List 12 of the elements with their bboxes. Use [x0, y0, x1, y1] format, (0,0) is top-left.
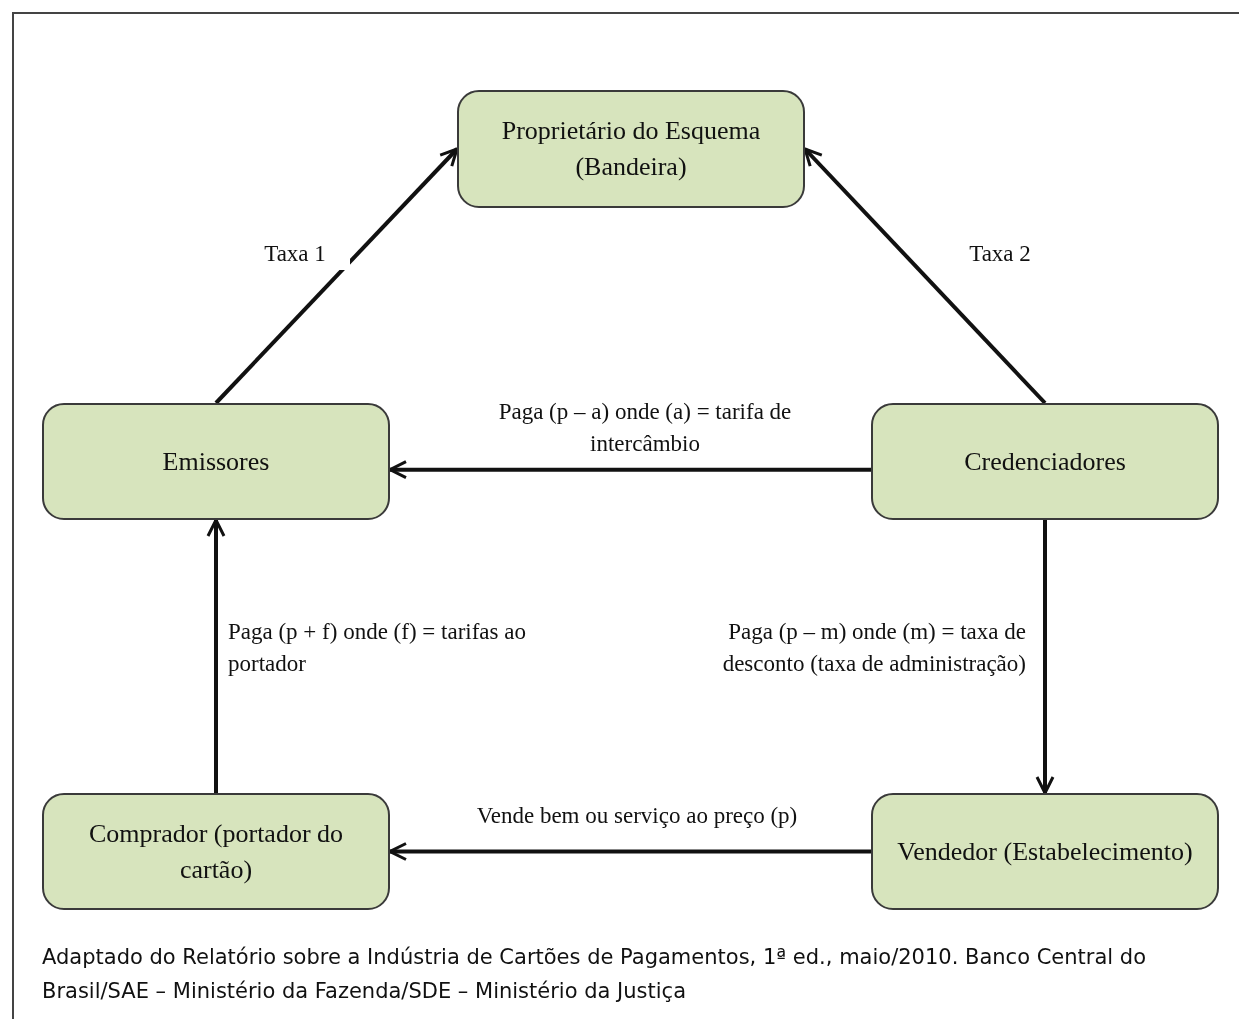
process-box: Credenciadores — [871, 403, 1219, 520]
arrow — [803, 147, 1047, 405]
process-box: Vendedor (Estabelecimento) — [871, 793, 1219, 910]
arrow — [388, 460, 871, 480]
process-box: Comprador (portador do cartão) — [42, 793, 390, 910]
caption: Adaptado do Relatório sobre a Indústria de Cartões de Pagamentos, 1ª ed., maio/2010. Banco Central do Brasil/SAE – Ministério da Fazenda/SDE – Ministério da Justiça — [42, 944, 1147, 1005]
process-box: Emissores — [42, 403, 390, 520]
arrow — [1035, 520, 1055, 795]
arrow — [388, 842, 871, 861]
process-box: Proprietário do Esquema (Bandeira) — [457, 90, 805, 208]
arrow — [206, 518, 226, 793]
arrow — [214, 147, 459, 405]
